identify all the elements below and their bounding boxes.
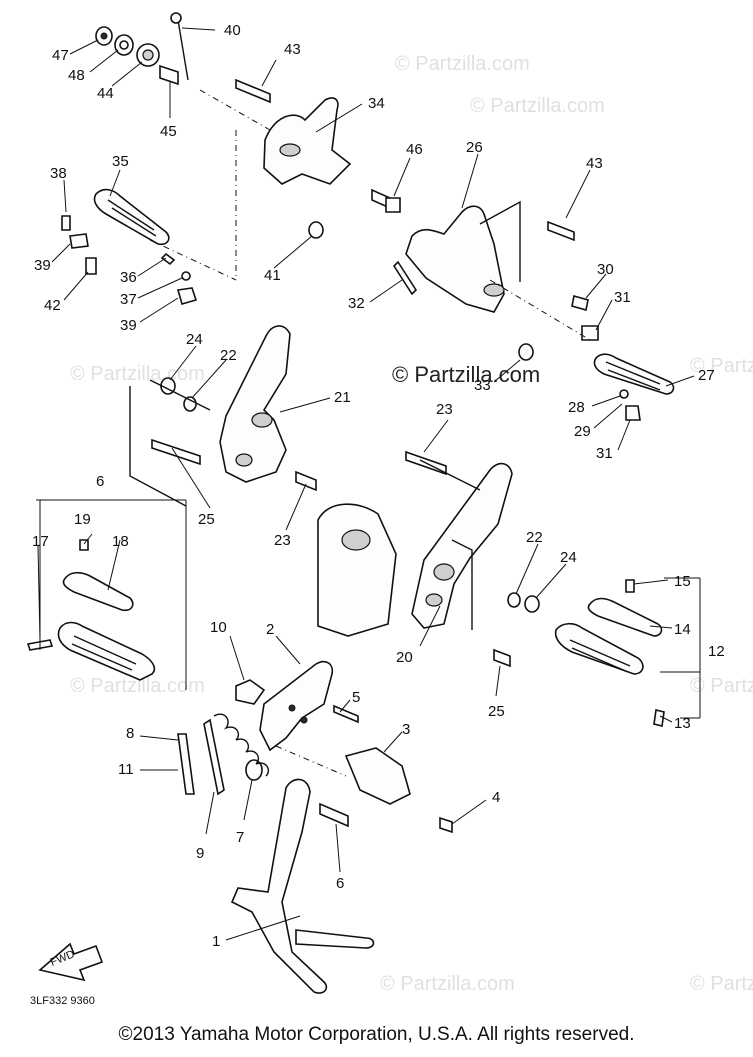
- part-front-left-footrest: [26, 499, 187, 690]
- callout-27: 27: [698, 367, 715, 384]
- callout-47: 47: [52, 47, 69, 64]
- callout-1: 1: [212, 933, 220, 950]
- part-front-right-footrest: [554, 577, 701, 727]
- callout-37: 37: [120, 291, 137, 308]
- watermark-faint: © Partzilla.com: [395, 53, 530, 75]
- diagram-code: 3LF332 9360: [30, 995, 95, 1007]
- callout-9: 9: [196, 845, 204, 862]
- callout-31b: 31: [596, 445, 613, 462]
- callout-41: 41: [264, 267, 281, 284]
- watermarks: © Partzilla.com © Partzilla.com © Partzi…: [70, 53, 753, 995]
- watermark-faint: © Partzilla.com: [70, 675, 205, 697]
- callout-33: 33: [474, 377, 491, 394]
- callout-42: 42: [44, 297, 61, 314]
- callout-18: 18: [112, 533, 129, 550]
- callout-26: 26: [466, 139, 483, 156]
- callout-40: 40: [224, 22, 241, 39]
- callout-19: 19: [74, 511, 91, 528]
- callout-15: 15: [674, 573, 691, 590]
- copyright-notice: ©2013 Yamaha Motor Corporation, U.S.A. A…: [118, 1024, 635, 1045]
- callout-24b: 24: [560, 549, 577, 566]
- callout-39b: 39: [120, 317, 137, 334]
- callout-43: 43: [284, 41, 301, 58]
- callout-46: 46: [406, 141, 423, 158]
- part-front-left-bracket: [129, 325, 317, 507]
- callout-34: 34: [368, 95, 385, 112]
- part-rear-right-bracket-group: [392, 200, 675, 421]
- callout-11: 11: [118, 761, 134, 778]
- callout-48: 48: [68, 67, 85, 84]
- callout-labels: 47 48 44 45 40 43 34 46 26 43 41 38 35 3…: [32, 22, 725, 950]
- callout-22b: 22: [526, 529, 543, 546]
- callout-31: 31: [614, 289, 631, 306]
- part-sidestand-group: [177, 660, 453, 994]
- callout-8: 8: [126, 725, 134, 742]
- callout-45: 45: [160, 123, 177, 140]
- callout-43b: 43: [586, 155, 603, 172]
- callout-28: 28: [568, 399, 585, 416]
- part-front-right-bracket: [317, 450, 540, 668]
- callout-7: 7: [236, 829, 244, 846]
- callout-36: 36: [120, 269, 137, 286]
- callout-35: 35: [112, 153, 129, 170]
- callout-21: 21: [334, 389, 351, 406]
- watermark-faint: © Partzilla.com: [70, 363, 205, 385]
- callout-22: 22: [220, 347, 237, 364]
- callout-23: 23: [274, 532, 291, 549]
- callout-32: 32: [348, 295, 365, 312]
- watermark-faint: © Partzilla.com: [380, 973, 515, 995]
- callout-25b: 25: [488, 703, 505, 720]
- callout-10: 10: [210, 619, 227, 636]
- watermark-faint: © Partzilla.com: [470, 95, 605, 117]
- part-rear-left-bracket-group: [95, 12, 401, 280]
- callout-12: 12: [708, 643, 725, 660]
- callout-6b: 6: [336, 875, 344, 892]
- callout-17: 17: [32, 533, 49, 550]
- callout-5: 5: [352, 689, 360, 706]
- callout-3: 3: [402, 721, 410, 738]
- callout-4: 4: [492, 789, 500, 806]
- callout-14: 14: [674, 621, 691, 638]
- watermark-faint: © Partzilla.com: [690, 355, 753, 377]
- callout-6: 6: [96, 473, 104, 490]
- callout-38: 38: [50, 165, 67, 182]
- callout-20: 20: [396, 649, 413, 666]
- callout-13: 13: [674, 715, 691, 732]
- fwd-arrow: FWD: [38, 942, 104, 982]
- callout-39: 39: [34, 257, 51, 274]
- callout-23b: 23: [436, 401, 453, 418]
- callout-2: 2: [266, 621, 274, 638]
- callout-30: 30: [597, 261, 614, 278]
- callout-leaders: [37, 39, 695, 941]
- callout-25: 25: [198, 511, 215, 528]
- callout-44: 44: [97, 85, 114, 102]
- part-rear-left-footrest: [61, 188, 237, 305]
- callout-29: 29: [574, 423, 591, 440]
- watermark-faint: © Partzilla.com: [690, 973, 753, 995]
- callout-24: 24: [186, 331, 203, 348]
- watermark-faint: © Partzilla.com: [690, 675, 753, 697]
- watermark-main: © Partzilla.com: [392, 362, 540, 387]
